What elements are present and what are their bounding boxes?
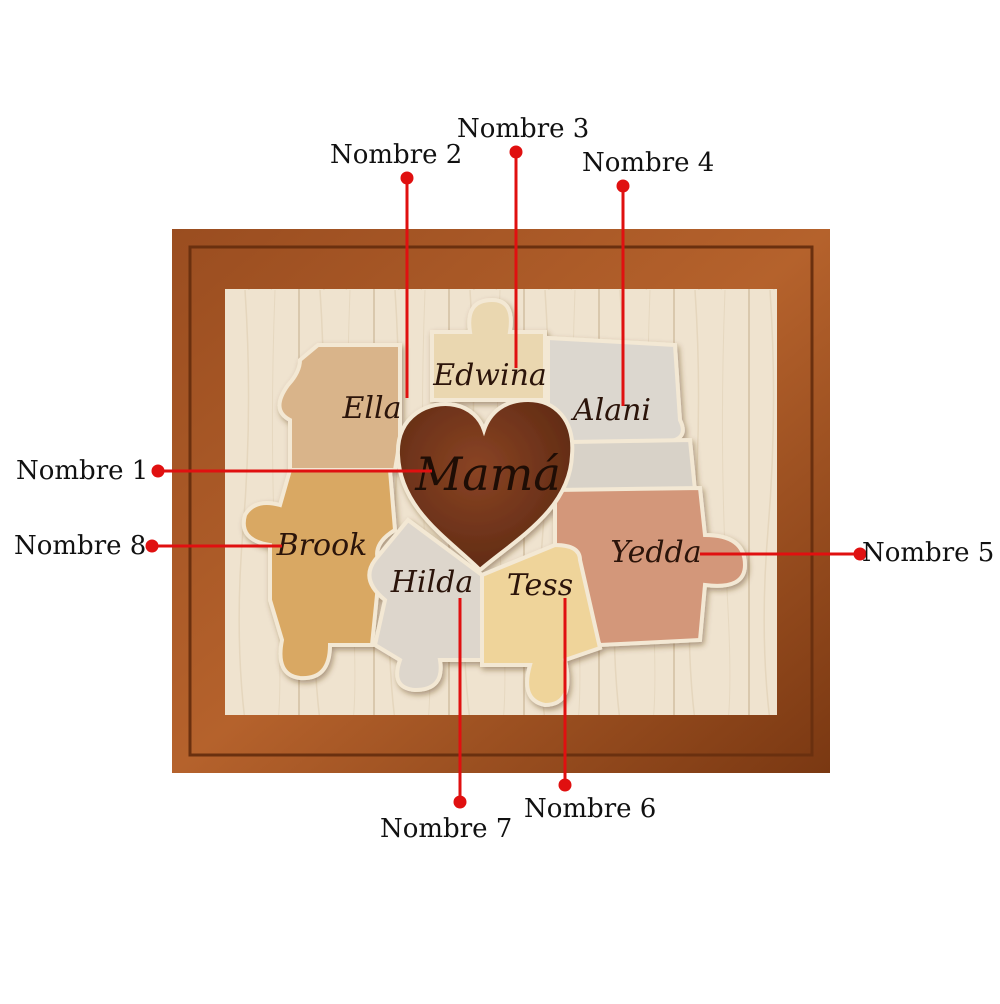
callout-dot-6 (558, 778, 572, 792)
piece-name-alani: Alani (570, 393, 651, 428)
callout-label-1: Nombre 1 (16, 456, 149, 486)
piece-name-mama: Mamá (414, 447, 561, 501)
heart-center (395, 397, 575, 573)
piece-name-hilda: Hilda (390, 565, 473, 600)
callout-dot-5 (853, 547, 867, 561)
callout-label-2: Nombre 2 (330, 140, 463, 170)
callout-label-7: Nombre 7 (380, 814, 513, 844)
callout-label-3: Nombre 3 (457, 114, 590, 144)
callout-label-4: Nombre 4 (582, 148, 715, 178)
callout-dot-4 (616, 179, 630, 193)
puzzle-piece-hilda (367, 517, 484, 693)
piece-name-yedda: Yedda (610, 535, 701, 570)
puzzle-piece-ella (277, 343, 402, 475)
callout-dot-2 (400, 171, 414, 185)
callout-dot-8 (145, 539, 159, 553)
callout-label-8: Nombre 8 (14, 531, 147, 561)
callout-label-5: Nombre 5 (862, 538, 995, 568)
callout-dot-1 (151, 464, 165, 478)
callout-label-6: Nombre 6 (524, 794, 657, 824)
frame-bevel (188, 245, 814, 757)
piece-name-ella: Ella (342, 391, 402, 426)
piece-name-brook: Brook (276, 528, 368, 563)
piece-name-edwina: Edwina (432, 358, 547, 393)
puzzle-piece-edwina (430, 297, 547, 402)
puzzle-piece-yedda (553, 485, 748, 648)
piece-name-tess: Tess (507, 568, 573, 603)
callout-dot-7 (453, 795, 467, 809)
callout-dot-3 (509, 145, 523, 159)
